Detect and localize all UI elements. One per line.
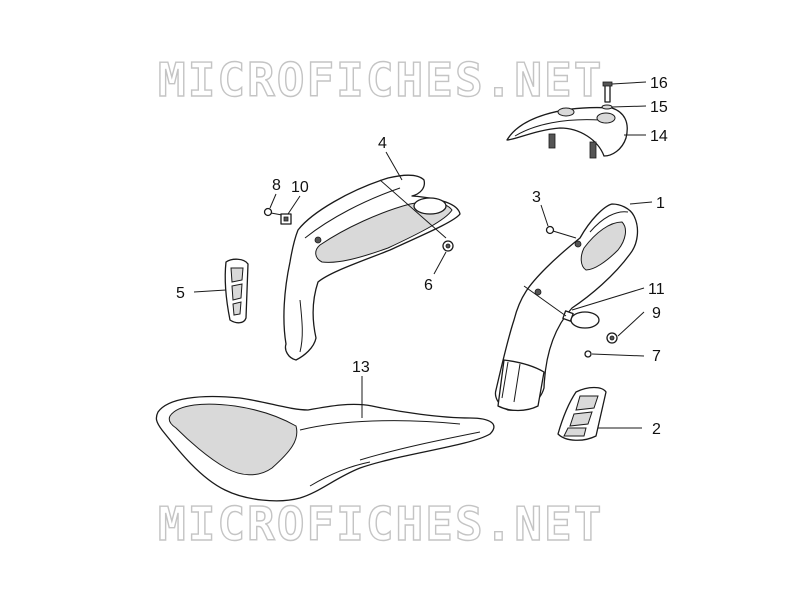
leader-4b <box>379 179 447 239</box>
callout-14: 14 <box>650 128 668 145</box>
callout-13: 13 <box>352 359 370 376</box>
part-13-seat <box>155 395 495 502</box>
callout-4: 4 <box>378 135 387 152</box>
leader-11b <box>523 285 567 317</box>
callout-7: 7 <box>652 348 661 365</box>
part-14-rear-handle <box>506 106 628 159</box>
part-11-clip <box>562 310 574 322</box>
part-3-screw <box>545 225 577 239</box>
callout-15: 15 <box>650 99 668 116</box>
leader-16 <box>611 81 647 85</box>
leader-9 <box>617 311 645 337</box>
callout-1: 1 <box>656 195 665 212</box>
part-8-screw <box>263 207 283 217</box>
part-7-screw <box>584 350 592 358</box>
part-1-right-side-cover <box>494 203 639 412</box>
leader-6 <box>433 251 447 275</box>
callout-11: 11 <box>648 281 665 298</box>
leader-15 <box>611 105 647 108</box>
callout-3: 3 <box>532 189 541 206</box>
part-2-right-reflector <box>557 386 607 441</box>
watermark-bottom: MICROFICHES.NET <box>158 497 603 551</box>
leader-3 <box>540 204 549 227</box>
callout-numbers: 16 15 14 4 8 10 3 1 6 5 11 9 7 13 2 <box>176 75 668 438</box>
leader-7 <box>591 353 645 357</box>
leader-1 <box>629 201 653 205</box>
part-5-left-reflector <box>224 258 249 324</box>
watermark-top: MICROFICHES.NET <box>158 53 603 107</box>
part-6-screw <box>442 240 454 252</box>
leader-8 <box>269 193 277 209</box>
leader-lines <box>193 81 653 429</box>
callout-2: 2 <box>652 421 661 438</box>
callout-6: 6 <box>424 277 433 294</box>
callout-5: 5 <box>176 285 185 302</box>
part-16-screw <box>602 81 613 103</box>
part-9-screw <box>606 332 618 344</box>
leader-11 <box>571 287 645 311</box>
callout-8: 8 <box>272 177 281 194</box>
leader-10 <box>287 195 301 215</box>
callout-16: 16 <box>650 75 668 92</box>
part-15-washer <box>601 104 613 110</box>
part-4-left-side-cover <box>283 174 461 361</box>
callout-10: 10 <box>291 179 309 196</box>
leader-5 <box>193 289 227 293</box>
part-10-clip <box>280 213 292 225</box>
leader-4 <box>385 151 403 181</box>
callout-9: 9 <box>652 305 661 322</box>
